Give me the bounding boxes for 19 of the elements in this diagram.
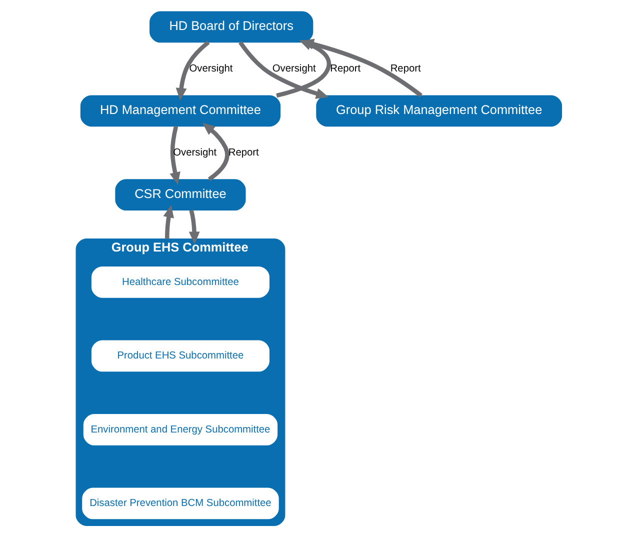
node-box: Product EHS Subcommittee — [91, 340, 270, 372]
node-box: Group Risk Management Committee — [316, 95, 562, 127]
arrow — [202, 122, 230, 182]
node-box: HD Management Committee — [80, 95, 281, 127]
node-box: Disaster Prevention BCM Subcommittee — [82, 488, 279, 520]
node-box: HD Board of Directors — [150, 11, 314, 43]
edge-label: Report — [390, 64, 421, 75]
node-box: Healthcare Subcommittee — [91, 266, 270, 298]
edge-label: Oversight — [189, 64, 233, 75]
arrow — [188, 210, 200, 244]
arrow — [176, 40, 210, 101]
arrow — [238, 41, 329, 99]
node-box: Environment and Energy Subcommittee — [83, 414, 278, 446]
edge-label: Oversight — [272, 64, 316, 75]
arrow — [163, 205, 174, 239]
edge-label: Report — [330, 64, 361, 75]
edge-label: Report — [228, 147, 259, 158]
node-box: CSR Committee — [115, 179, 246, 211]
arrow — [170, 126, 180, 185]
